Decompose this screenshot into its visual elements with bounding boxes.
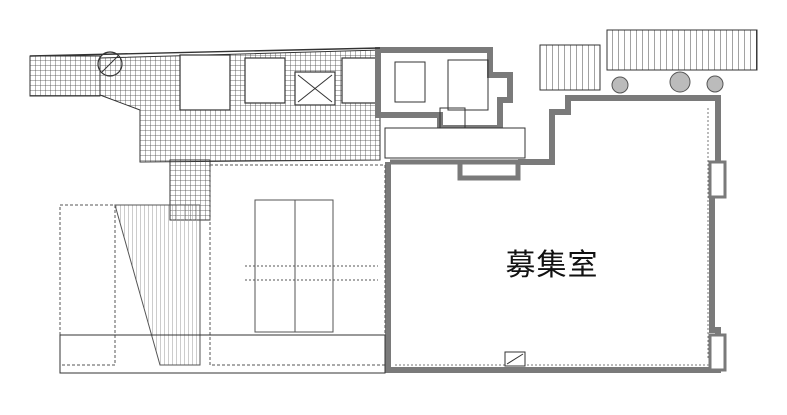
ramp-shaded: [59, 204, 386, 374]
vacant-room-label: 募集室: [505, 248, 599, 283]
stair-top-right: [539, 29, 758, 94]
outer-outline: [29, 47, 381, 57]
court-area: [209, 164, 386, 366]
vacant-room: [385, 95, 727, 373]
core-services: [179, 54, 377, 111]
tiled-lobby: [99, 49, 381, 221]
restroom-block: [375, 47, 526, 181]
